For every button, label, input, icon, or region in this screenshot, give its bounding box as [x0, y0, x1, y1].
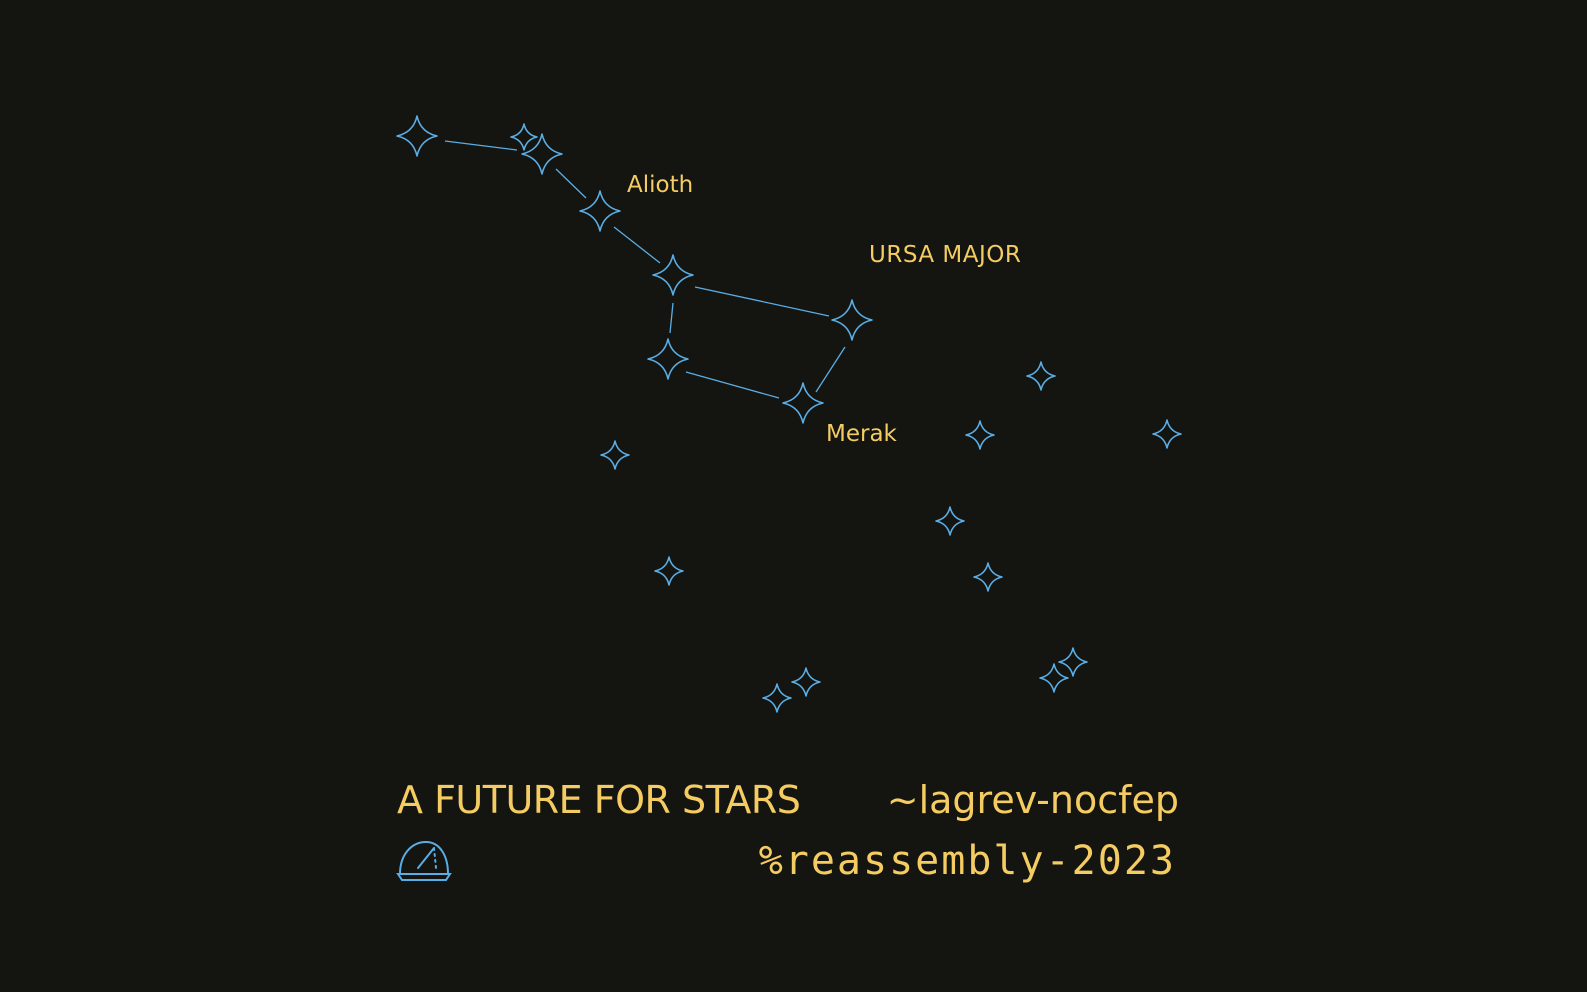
star-icon: [396, 115, 438, 157]
constellation-lines: [444, 140, 846, 399]
constellation-line: [444, 140, 518, 151]
star-icon: [1026, 361, 1056, 391]
star-icon: [935, 506, 965, 536]
star-label-merak: Merak: [826, 421, 898, 447]
star-icon: [579, 190, 621, 232]
constellation-line: [815, 346, 846, 393]
constellation-line: [694, 286, 830, 317]
constellation-line: [669, 302, 674, 334]
star-icon: [600, 440, 630, 470]
star-icon: [654, 556, 684, 586]
star-icon: [1039, 663, 1069, 693]
star-label-alioth: Alioth: [627, 172, 693, 198]
star-icon: [1152, 419, 1182, 449]
constellation-name: URSA MAJOR: [869, 242, 1021, 268]
dome-icon: [396, 840, 452, 881]
constellation-line: [613, 226, 661, 264]
star-icon: [510, 123, 538, 151]
star-icon: [521, 133, 563, 175]
poster-title: A FUTURE FOR STARS: [397, 778, 801, 822]
star-icon: [647, 338, 689, 380]
constellation-line: [555, 168, 587, 199]
star-icon: [791, 667, 821, 697]
star-icon: [652, 254, 694, 296]
star-icon: [782, 382, 824, 424]
event-tag: %reassembly-2023: [758, 838, 1176, 884]
star-icon: [973, 562, 1003, 592]
star-icon: [1058, 647, 1088, 677]
star-icon: [831, 299, 873, 341]
star-icon: [762, 683, 792, 713]
author-handle: ~lagrev-nocfep: [886, 778, 1179, 822]
stars: [396, 115, 1182, 713]
star-icon: [965, 420, 995, 450]
constellation-line: [685, 371, 780, 399]
